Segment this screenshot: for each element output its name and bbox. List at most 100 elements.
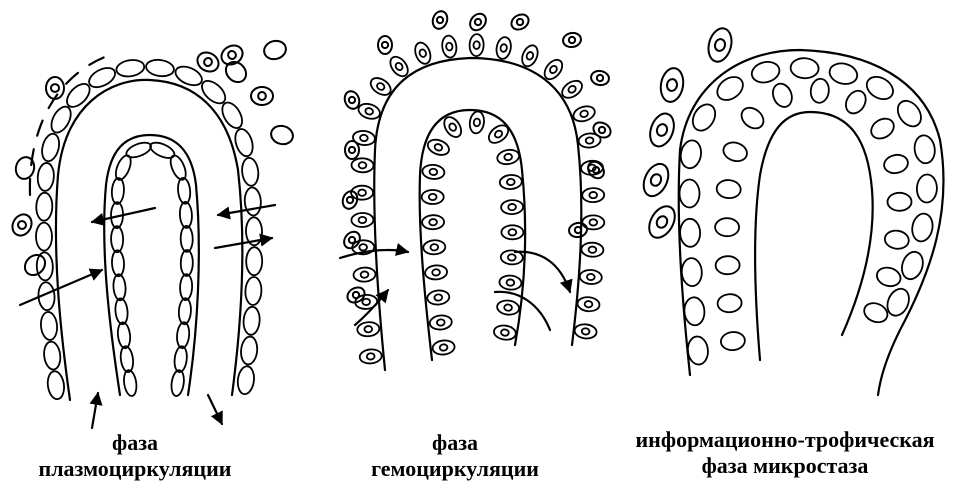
cell — [679, 139, 704, 170]
cell-nucleus — [437, 319, 445, 326]
cell-nucleus — [581, 328, 589, 335]
capillary-loop-microstasis-phase — [679, 50, 944, 395]
cell — [688, 100, 719, 134]
cell — [913, 134, 937, 165]
cell-nucleus — [508, 204, 516, 211]
cell — [429, 314, 452, 330]
cell — [422, 164, 445, 180]
cell — [43, 341, 62, 371]
cell-nucleus — [598, 126, 607, 135]
cell — [519, 43, 540, 69]
cell — [244, 187, 262, 216]
cell — [426, 137, 452, 158]
cell-nucleus — [376, 82, 386, 91]
cell — [916, 174, 937, 203]
cell-nucleus — [516, 18, 525, 27]
cell — [639, 160, 673, 200]
cell — [898, 249, 926, 282]
cell-nucleus — [348, 96, 356, 104]
cell — [495, 36, 513, 60]
cell — [176, 322, 190, 349]
cell-nucleus — [508, 254, 516, 261]
cell — [262, 38, 288, 61]
cell — [9, 211, 36, 239]
cell — [509, 11, 532, 32]
cell — [681, 258, 702, 287]
cell — [499, 174, 522, 190]
cell — [582, 188, 604, 202]
caption-line-2: гемоциркуляции — [345, 456, 565, 482]
cell-nucleus — [434, 143, 443, 152]
cell — [39, 132, 62, 163]
cell-nucleus — [365, 107, 374, 115]
cell — [21, 251, 49, 279]
cell — [679, 179, 699, 207]
cell-nucleus — [509, 229, 517, 235]
cell — [111, 178, 125, 205]
cell-nucleus — [349, 147, 355, 153]
cell-nucleus — [434, 294, 442, 301]
cell-nucleus — [203, 57, 214, 68]
cell-nucleus — [549, 65, 559, 75]
cell — [170, 369, 185, 396]
cell-nucleus — [51, 84, 59, 92]
cell — [577, 296, 600, 312]
capillary-loop-hemo-phase — [340, 34, 604, 370]
cell — [345, 284, 368, 305]
cell — [680, 219, 701, 248]
cell-nucleus — [649, 173, 663, 188]
cell-nucleus — [17, 220, 28, 231]
cell-nucleus — [429, 168, 437, 175]
cell — [432, 339, 455, 355]
cell — [720, 331, 746, 351]
cell-nucleus — [714, 38, 727, 52]
cell-nucleus — [227, 50, 238, 61]
cell-nucleus — [359, 162, 367, 168]
cell — [37, 162, 55, 191]
cell-nucleus — [364, 326, 372, 333]
cell — [468, 110, 485, 134]
cell — [422, 215, 444, 230]
cell — [345, 141, 359, 159]
cell — [122, 369, 138, 396]
cell-nucleus — [367, 353, 375, 360]
cell-nucleus — [418, 48, 427, 57]
cell-nucleus — [574, 226, 581, 233]
cell — [340, 189, 359, 211]
cell-nucleus — [429, 219, 437, 226]
cell-nucleus — [430, 244, 438, 251]
caption-line-2: фаза микростаза — [610, 453, 960, 479]
caption-line-1: фаза — [20, 430, 250, 456]
cell — [868, 115, 898, 143]
cell — [378, 36, 392, 54]
cell — [646, 110, 678, 149]
cell — [750, 59, 782, 85]
cell-nucleus — [589, 192, 597, 198]
cell-nucleus — [394, 62, 404, 72]
cell — [113, 274, 127, 301]
cell-nucleus — [596, 74, 603, 81]
cell-nucleus — [504, 304, 512, 311]
cell — [427, 289, 450, 305]
cell-nucleus — [567, 85, 577, 95]
cell — [145, 58, 175, 78]
cell-nucleus — [504, 153, 513, 161]
cell — [36, 223, 52, 251]
cell — [716, 179, 741, 199]
cell — [842, 87, 870, 117]
cell-nucleus — [501, 329, 510, 336]
cell — [501, 200, 523, 215]
cell — [467, 11, 489, 34]
cell — [423, 240, 446, 255]
cell — [47, 103, 74, 135]
cell — [351, 213, 373, 227]
cell — [124, 140, 153, 161]
cell — [180, 226, 192, 252]
cell-nucleus — [448, 122, 457, 132]
cell-nucleus — [666, 78, 678, 91]
cell — [245, 277, 262, 306]
cell-nucleus — [655, 123, 668, 138]
cell — [721, 140, 749, 164]
cell — [119, 346, 134, 373]
cell — [181, 250, 193, 276]
